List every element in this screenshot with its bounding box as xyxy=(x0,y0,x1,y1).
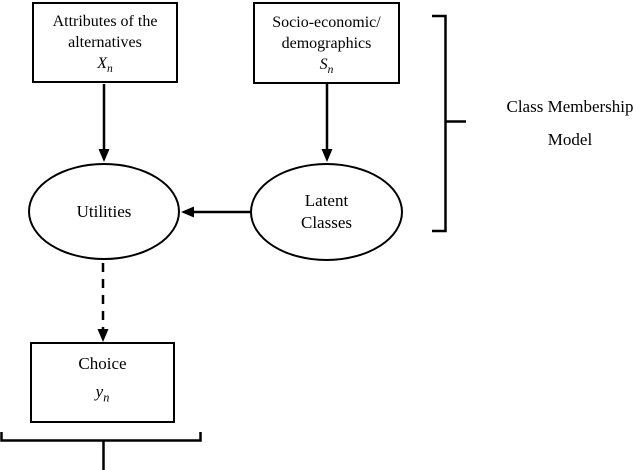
class-membership-model-line2: Model xyxy=(547,130,593,149)
attributes-label-line1: Attributes of the xyxy=(52,13,158,30)
attributes-variable-subscript: n xyxy=(107,63,113,76)
choice-variable: yn xyxy=(96,378,110,406)
socio-box: Socio-economic/ demographics Sn xyxy=(253,2,400,84)
socio-label-line2: demographics xyxy=(281,34,372,52)
class-membership-model-line1: Class Membership xyxy=(506,97,634,116)
utilities-ellipse: Utilities xyxy=(28,163,180,260)
attributes-variable: Xn xyxy=(97,53,113,76)
latent-classes-ellipse: Latent Classes xyxy=(250,163,403,261)
socio-label-line1: Socio-economic/ xyxy=(272,13,381,31)
latent-label-line1: Latent xyxy=(304,191,349,210)
attributes-label-line2: alternatives xyxy=(68,34,142,51)
right-brace xyxy=(432,14,466,233)
arrow-attributes-to-utilities xyxy=(98,84,110,162)
choice-label: Choice xyxy=(78,353,127,373)
utilities-label: Utilities xyxy=(76,201,132,221)
socio-variable-subscript: n xyxy=(327,63,334,76)
attributes-box: Attributes of the alternatives Xn xyxy=(32,2,178,83)
arrow-utilities-to-choice xyxy=(97,263,109,342)
choice-variable-symbol: y xyxy=(95,381,104,401)
attributes-variable-symbol: X xyxy=(97,55,107,72)
class-membership-model-label: Class Membership Model xyxy=(488,98,640,148)
latent-label-line2: Classes xyxy=(301,213,352,232)
arrow-latent-to-utilities xyxy=(181,206,252,218)
socio-variable: Sn xyxy=(319,54,334,76)
choice-box: Choice yn xyxy=(30,342,175,423)
arrow-socio-to-latent xyxy=(321,84,333,162)
socio-variable-symbol: S xyxy=(319,55,328,73)
choice-variable-subscript: n xyxy=(103,389,110,404)
bottom-brace xyxy=(0,432,202,470)
